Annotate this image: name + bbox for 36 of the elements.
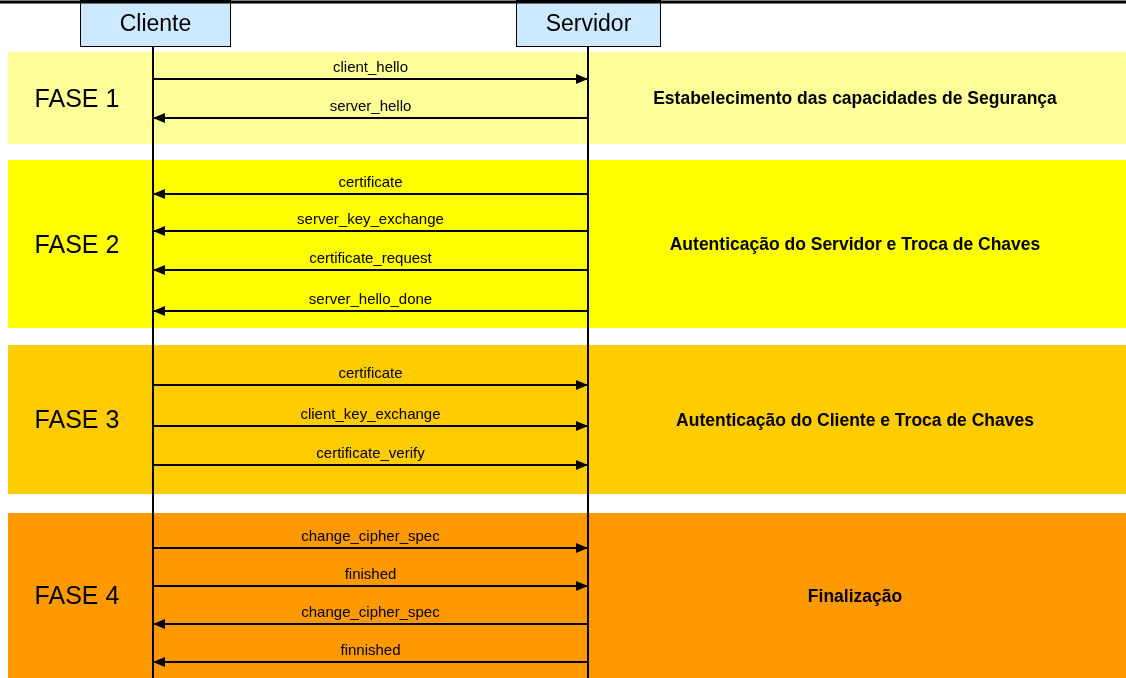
participant-box: Servidor bbox=[516, 0, 661, 47]
message-arrow bbox=[153, 543, 588, 553]
message-label: server_key_exchange bbox=[297, 211, 444, 227]
phase-box: FASE 4 bbox=[8, 513, 146, 678]
message-arrow bbox=[153, 306, 588, 316]
message-label: client_hello bbox=[332, 59, 409, 75]
phase-box: FASE 2 bbox=[8, 160, 146, 328]
message-label: change_cipher_spec bbox=[301, 528, 440, 544]
message-arrow bbox=[153, 619, 588, 629]
message-arrow bbox=[153, 189, 588, 199]
message-arrow bbox=[153, 421, 588, 431]
message-arrow bbox=[153, 380, 588, 390]
message-arrow bbox=[153, 581, 588, 591]
message-arrow bbox=[153, 74, 588, 84]
message-label: certificate bbox=[338, 174, 403, 190]
message-arrow bbox=[153, 460, 588, 470]
message-label: server_hello_done bbox=[308, 291, 433, 307]
message-arrow bbox=[153, 226, 588, 236]
phase-box: FASE 3 bbox=[8, 345, 146, 494]
participant-box: Cliente bbox=[80, 0, 231, 47]
message-label: certificate bbox=[338, 365, 403, 381]
phase-box: FASE 1 bbox=[8, 52, 146, 144]
phase-description: Estabelecimento das capacidades de Segurança bbox=[653, 87, 1057, 109]
phase-description: Autenticação do Servidor e Troca de Chaves bbox=[669, 233, 1041, 255]
message-label: server_hello bbox=[329, 98, 412, 114]
phase-description: Autenticação do Cliente e Troca de Chaves bbox=[676, 409, 1034, 430]
message-label: certificate_verify bbox=[316, 445, 425, 461]
phase-description: Finalização bbox=[807, 585, 903, 606]
message-arrow bbox=[153, 657, 588, 667]
message-label: client_key_exchange bbox=[300, 406, 441, 422]
message-label: finnished bbox=[340, 642, 401, 658]
message-arrow bbox=[153, 113, 588, 123]
message-label: change_cipher_spec bbox=[301, 604, 440, 620]
message-label: certificate_request bbox=[309, 250, 432, 266]
message-label: finished bbox=[344, 566, 397, 582]
message-arrow bbox=[153, 265, 588, 275]
